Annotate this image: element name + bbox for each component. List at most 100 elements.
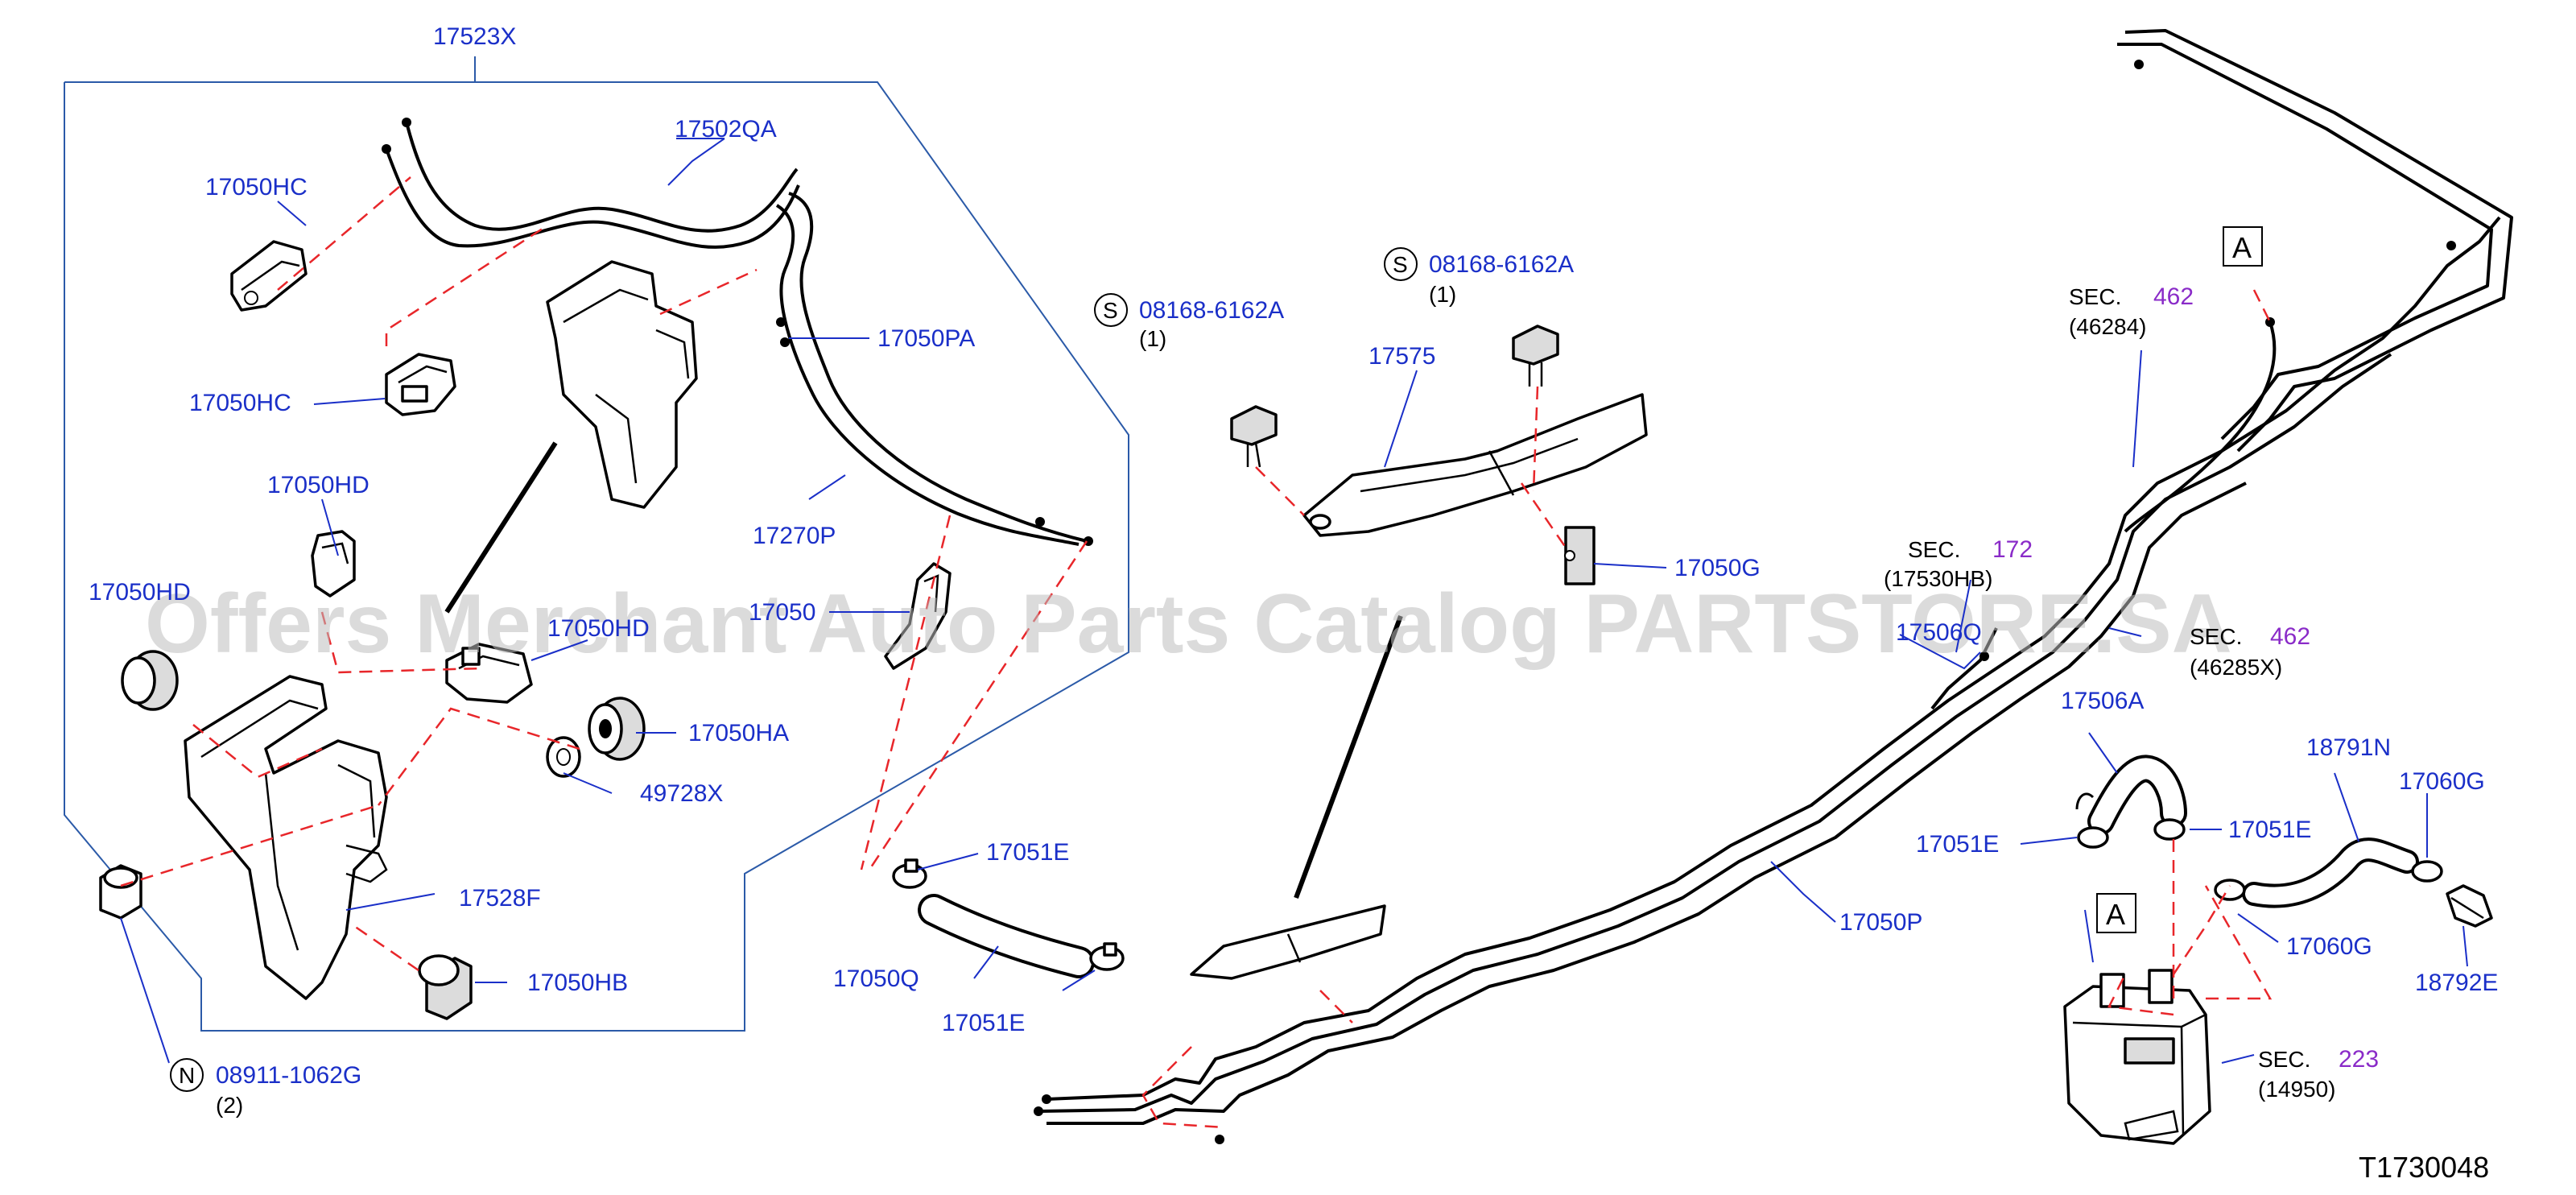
s-mark-a-icon [1094,293,1128,327]
tube-17506Q [1930,627,1998,710]
sec223-sub: (14950) [2258,1077,2336,1102]
label-17502QA[interactable]: 17502QA [675,116,777,143]
dash-11 [1255,466,1305,516]
qty-08911: (2) [216,1093,243,1118]
ref-box-a-top-text: A [2232,231,2252,264]
sec462-top-word: SEC. [2069,284,2121,309]
sec462-bot-sub: (46285X) [2190,655,2282,680]
leader-mid [1294,614,1403,899]
label-08168-6162A-a[interactable]: 08168-6162A [1139,297,1284,324]
nut-08911-1062G [99,864,142,920]
label-17050[interactable]: 17050 [749,599,815,626]
dash-18 [2107,974,2174,1016]
connector-18792E [2446,884,2493,928]
grommet-left [121,650,179,711]
dash-15 [2172,885,2231,975]
label-17050G[interactable]: 17050G [1674,555,1761,581]
clip-17050HD-mid [445,643,533,704]
dash-16 [2204,885,2273,1000]
sec172-sub: (17530HB) [1884,566,1992,591]
label-17506Q[interactable]: 17506Q [1896,619,1982,646]
clip-17050HD-top [311,530,356,598]
sec223-num[interactable]: 223 [2339,1046,2379,1073]
sec462-top-sub: (46284) [2069,314,2147,339]
tube-17502QA [382,118,800,249]
clip-17050-hook [884,562,952,670]
tube-upper-right [2117,29,2513,533]
bolt-08168-6162A-a [1230,405,1278,468]
sec462-bot-num[interactable]: 462 [2270,623,2310,650]
label-17050P[interactable]: 17050P [1839,909,1922,936]
dash-6 [120,804,379,887]
canister-14950 [2063,969,2211,1145]
dash-10 [860,515,952,870]
bracket-lower-mid [1190,904,1386,980]
dash-5 [192,724,323,779]
leader-bracket [444,441,558,614]
tube-17050P [1034,216,2501,1144]
label-17051E-d[interactable]: 17051E [2228,817,2311,843]
label-17050Q[interactable]: 17050Q [833,966,919,992]
label-49728X[interactable]: 49728X [640,780,723,807]
label-17060G-top[interactable]: 17060G [2399,768,2485,795]
dash-1 [277,176,411,291]
grommet-17050HB [418,954,473,1020]
ref-box-a-bot [2096,893,2136,933]
dash-20 [1319,990,1353,1023]
label-17050HB[interactable]: 17050HB [527,970,628,996]
label-08168-6162A-b[interactable]: 08168-6162A [1429,251,1574,278]
label-17050HD-left[interactable]: 17050HD [89,579,191,606]
sec172-word: SEC. [1908,537,1960,562]
label-17575[interactable]: 17575 [1368,343,1435,370]
washer-49728X [546,736,581,778]
bracket-17528F [184,675,388,1000]
dash-8 [353,924,419,972]
tube-17050PA [775,192,1093,546]
dash-13 [1520,482,1567,548]
sec462-bot-word: SEC. [2190,624,2242,649]
label-17050HD-mid[interactable]: 17050HD [547,615,650,642]
clip-17050G [1564,526,1596,585]
assembly-boundary [64,81,1129,1032]
label-08911-1062G[interactable]: 08911-1062G [216,1062,361,1089]
ref-box-a-top [2223,226,2263,267]
n-mark-text: N [179,1063,195,1088]
label-17051E-b[interactable]: 17051E [942,1010,1025,1036]
clamp-17051E-d [2153,818,2186,841]
clip-17050HC-mid [385,353,456,416]
label-17270P[interactable]: 17270P [753,523,836,549]
label-17050PA[interactable]: 17050PA [877,325,975,352]
clamp-17060G-top [2411,860,2443,883]
hose-17506A [2075,755,2187,835]
sec223-word: SEC. [2258,1047,2310,1072]
clamp-17051E-c [2077,826,2109,849]
label-17050HC-top[interactable]: 17050HC [205,174,308,201]
label-17050HC-mid[interactable]: 17050HC [189,390,291,416]
label-17528F[interactable]: 17528F [459,885,541,912]
sec462-top-num[interactable]: 462 [2153,283,2194,310]
bracket-17575 [1302,393,1648,537]
label-18792E[interactable]: 18792E [2415,970,2498,996]
label-18791N[interactable]: 18791N [2306,734,2391,761]
dash-9 [868,540,1088,870]
hose-17050Q [918,894,1095,978]
sec172-num[interactable]: 172 [1992,536,2033,563]
dash-3 [659,268,758,316]
clamp-17051E-a [892,858,927,889]
qty-08168-a: (1) [1139,326,1166,351]
dash-19 [1141,1046,1224,1129]
label-17050HD-top[interactable]: 17050HD [267,472,369,498]
label-17050HA[interactable]: 17050HA [688,720,789,746]
dash-2 [385,224,548,346]
label-17051E-a[interactable]: 17051E [986,839,1069,866]
dash-14 [2252,289,2272,323]
clip-17050HC-top [230,240,308,312]
watermark: Offers Merchant Auto Parts Catalog PARTS… [145,577,2232,671]
label-17523X[interactable]: 17523X [433,23,516,50]
label-17506A[interactable]: 17506A [2061,688,2144,714]
label-17060G-bot[interactable]: 17060G [2286,933,2372,960]
dash-4 [320,611,484,674]
label-17051E-c[interactable]: 17051E [1916,831,1999,858]
ref-box-a-bot-text: A [2106,898,2125,931]
dash-12 [1532,386,1539,492]
